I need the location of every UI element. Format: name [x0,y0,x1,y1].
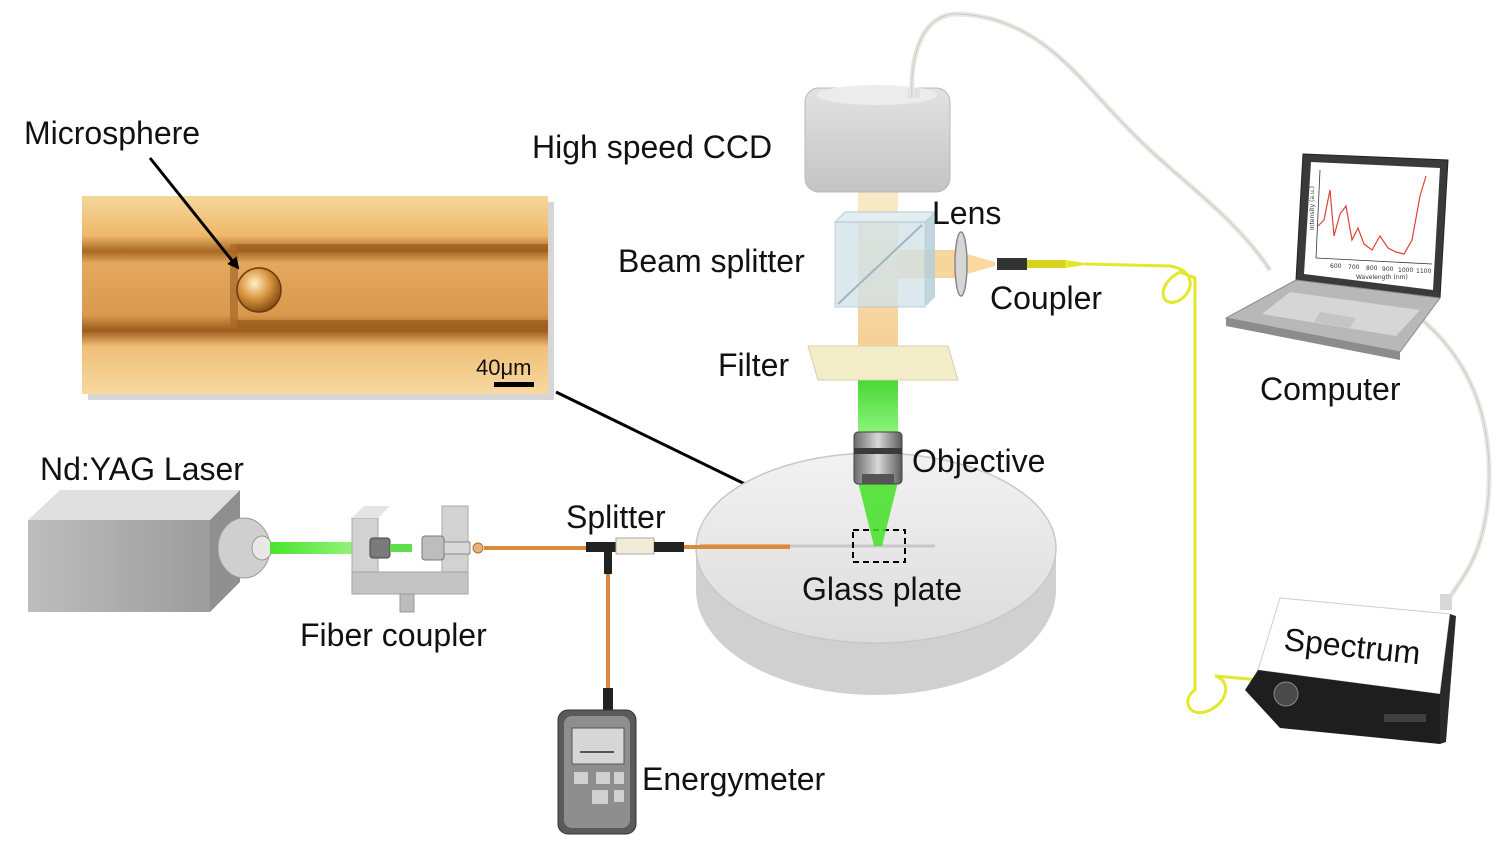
label-coupler: Coupler [990,280,1102,316]
screen-tick-1100: 1100 [1416,268,1431,275]
label-filter: Filter [718,347,789,383]
output-fiber [1084,262,1301,714]
label-microsphere: Microsphere [24,115,200,151]
screen-tick-1000: 1000 [1398,267,1413,274]
lens [954,231,968,297]
objective-lens [853,431,903,485]
filter-plate [807,345,959,381]
high-speed-ccd-camera [804,85,951,193]
label-high-speed-ccd: High speed CCD [532,129,772,165]
ccd-cable [909,11,1273,272]
laser-beam [270,542,370,554]
beam-splitter-cube [833,211,937,308]
label-computer: Computer [1260,371,1401,407]
label-splitter: Splitter [566,499,666,535]
label-glass-plate: Glass plate [802,571,962,607]
screen-y-label: Intensity (a.u.) [1309,186,1316,230]
label-fiber-coupler: Fiber coupler [300,617,487,653]
laptop-computer: 600 700 800 900 1000 1100 Wavelength (nm… [1224,153,1449,360]
scale-bar-label: 40μm [476,355,531,380]
spectrometer: Spectrum [1245,594,1456,744]
label-energymeter: Energymeter [642,761,826,797]
energymeter-device [557,688,637,835]
screen-tick-800: 800 [1366,265,1378,272]
microsphere-image [236,267,282,313]
screen-tick-700: 700 [1348,264,1360,271]
scale-bar [494,382,534,387]
microscope-inset: 40μm [82,196,554,400]
screen-tick-900: 900 [1382,266,1394,273]
screen-x-label: Wavelength (nm) [1356,274,1408,281]
ndyag-laser [28,490,273,612]
fiber-output-coupler [997,258,1085,270]
screen-tick-600: 600 [1330,263,1342,270]
fiber-splitter [586,537,684,574]
inset-image-background [82,196,548,394]
label-beam-splitter: Beam splitter [618,243,805,279]
spectrometer-cable [1418,316,1492,602]
label-objective: Objective [912,443,1045,479]
microsphere-pointer-arrow [148,157,240,270]
label-lens: Lens [932,195,1001,231]
screen-spectrum-line [1317,175,1427,255]
laptop-screen [1304,162,1440,290]
label-laser: Nd:YAG Laser [40,451,244,487]
fiber-coupler-mount [351,505,484,613]
